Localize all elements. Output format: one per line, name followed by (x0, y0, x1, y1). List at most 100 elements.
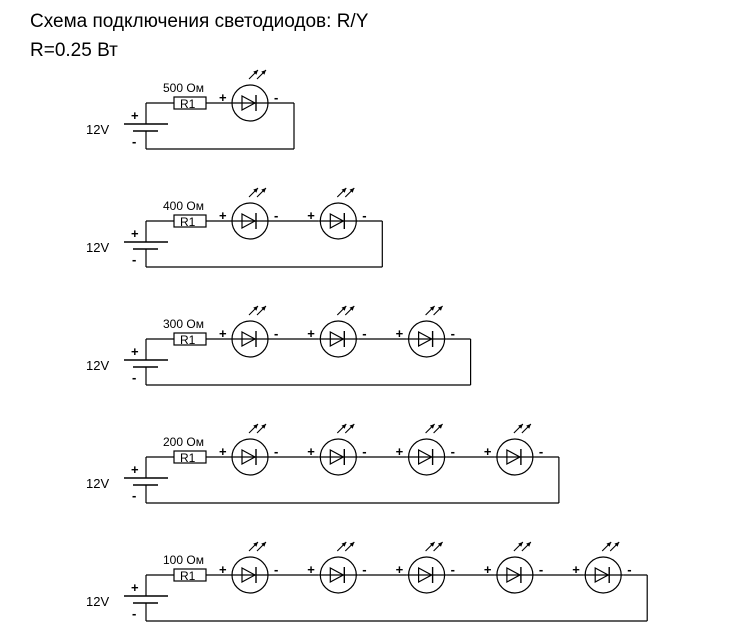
arrow-head (253, 70, 258, 75)
led-minus-sign: - (451, 562, 455, 577)
led-minus-sign: - (362, 562, 366, 577)
light-arrow-icon (336, 187, 347, 198)
led-minus-sign: - (362, 444, 366, 459)
arrow-head (614, 542, 620, 547)
led: +- (270, 541, 367, 594)
arrow-head (606, 542, 612, 547)
arrow-head (437, 306, 443, 311)
led: +- (446, 423, 543, 476)
battery-plus-sign: + (131, 344, 139, 359)
battery-minus-sign: - (132, 252, 136, 267)
light-arrow-icon (425, 305, 435, 316)
led-minus-sign: - (274, 444, 278, 459)
led: +- (534, 541, 632, 594)
resistor-name: R1 (180, 569, 196, 583)
led-plus-sign: + (396, 444, 404, 459)
light-arrow-icon (344, 187, 355, 198)
supply-voltage-label: 12V (86, 358, 109, 373)
led: +- (270, 305, 367, 358)
arrow-head (429, 542, 435, 547)
light-arrow-icon (521, 541, 532, 552)
light-arrow-icon (344, 541, 355, 552)
led: +- (270, 423, 367, 476)
arrow-head (261, 306, 266, 311)
led-plus-sign: + (307, 562, 315, 577)
resistor-value: 300 Ом (163, 317, 204, 331)
arrow-head (349, 542, 355, 547)
led-plus-sign: + (307, 208, 315, 223)
light-arrow-icon (601, 541, 612, 552)
arrow-head (349, 306, 355, 311)
battery-symbol (124, 103, 168, 149)
battery-plus-sign: + (131, 226, 139, 241)
arrow-head (518, 424, 523, 429)
resistor-value: 200 Ом (163, 435, 204, 449)
resistor-value: 100 Ом (163, 553, 204, 567)
led: +- (358, 541, 455, 594)
arrow-head (518, 542, 523, 547)
led-plus-sign: + (396, 562, 404, 577)
led-minus-sign: - (451, 326, 455, 341)
led: +- (206, 423, 278, 476)
battery-minus-sign: - (132, 488, 136, 503)
led: +- (358, 305, 455, 358)
light-arrow-icon (256, 305, 267, 316)
light-arrow-icon (256, 69, 267, 80)
light-arrow-icon (513, 423, 524, 434)
led-minus-sign: - (274, 90, 278, 105)
battery-plus-sign: + (131, 462, 139, 477)
led-minus-sign: - (362, 208, 366, 223)
supply-voltage-label: 12V (86, 594, 109, 609)
light-arrow-icon (248, 69, 259, 80)
light-arrow-icon (256, 423, 267, 434)
light-arrow-icon (433, 305, 443, 316)
led: +- (358, 423, 455, 476)
arrow-head (429, 424, 435, 429)
led-plus-sign: + (307, 326, 315, 341)
light-arrow-icon (336, 541, 347, 552)
arrow-head (341, 424, 347, 429)
led-minus-sign: - (627, 562, 631, 577)
led-minus-sign: - (451, 444, 455, 459)
light-arrow-icon (336, 305, 347, 316)
arrow-head (437, 542, 443, 547)
arrow-head (253, 542, 258, 547)
led: +- (270, 187, 367, 240)
arrow-head (349, 188, 355, 193)
light-arrow-icon (521, 423, 532, 434)
arrow-head (526, 424, 531, 429)
battery-symbol (124, 221, 168, 267)
led: +- (206, 541, 278, 594)
led-minus-sign: - (274, 326, 278, 341)
arrow-head (341, 188, 347, 193)
resistor-power-rating: R=0.25 Вт (30, 40, 118, 61)
led-plus-sign: + (219, 562, 227, 577)
light-arrow-icon (425, 541, 435, 552)
led-plus-sign: + (484, 562, 492, 577)
light-arrow-icon (256, 187, 267, 198)
led-minus-sign: - (539, 444, 543, 459)
light-arrow-icon (344, 305, 355, 316)
battery-symbol (124, 339, 168, 385)
led-plus-sign: + (219, 326, 227, 341)
arrow-head (349, 424, 355, 429)
light-arrow-icon (256, 541, 267, 552)
diagram-title: Схема подключения светодиодов: R/Y (30, 11, 369, 32)
led-plus-sign: + (219, 208, 227, 223)
battery-minus-sign: - (132, 606, 136, 621)
arrow-head (437, 424, 443, 429)
led-plus-sign: + (307, 444, 315, 459)
arrow-head (429, 306, 435, 311)
led-plus-sign: + (219, 90, 227, 105)
led-plus-sign: + (396, 326, 404, 341)
supply-voltage-label: 12V (86, 476, 109, 491)
light-arrow-icon (336, 423, 347, 434)
battery-plus-sign: + (131, 580, 139, 595)
light-arrow-icon (344, 423, 355, 434)
